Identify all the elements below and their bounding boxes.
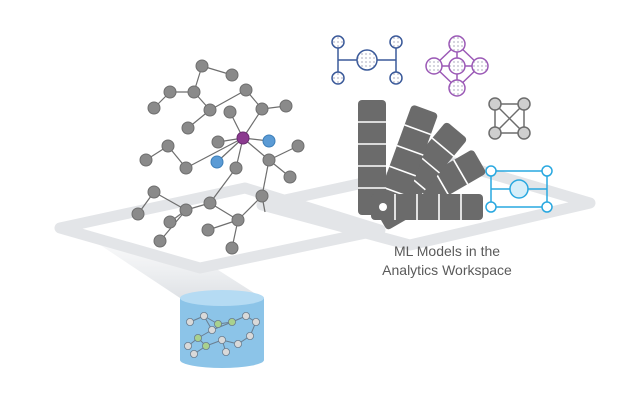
complete-graph-model-icon: [488, 97, 531, 140]
workspace-caption: ML Models in the Analytics Workspace: [352, 242, 542, 280]
diamond-graph-model-icon: [425, 35, 489, 97]
swatch-strip-bottom: [371, 194, 483, 220]
highlight-node-purple: [236, 131, 250, 145]
star-graph-model-icon: [331, 35, 403, 85]
highlight-node-blue: [262, 134, 276, 148]
network-nodes: [131, 59, 305, 255]
swatch-pivot: [379, 203, 387, 211]
database-cylinder-icon: [180, 290, 264, 368]
highlight-node-blue: [210, 155, 224, 169]
caption-line-2: Analytics Workspace: [382, 262, 512, 278]
color-swatch-fan-icon: [358, 100, 486, 230]
left-platform: [54, 182, 386, 274]
swatch-strip-mid-left: [373, 105, 438, 221]
swatch-strip-left: [358, 100, 386, 215]
caption-line-1: ML Models in the: [393, 243, 501, 259]
selected-star-graph-model-icon: [485, 165, 553, 213]
